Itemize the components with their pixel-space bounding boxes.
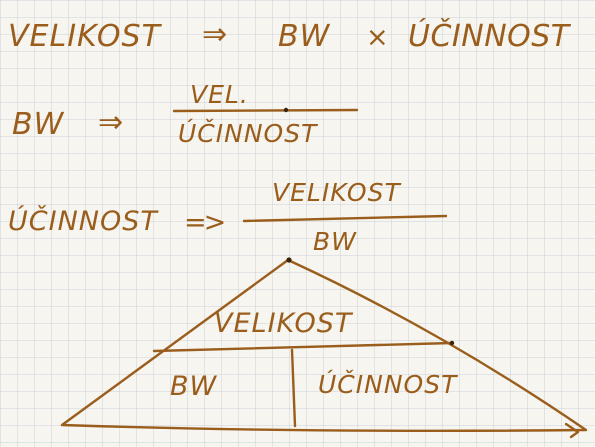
formula-3-arrow: => (184, 207, 226, 238)
formula-2-denominator: ÚČINNOST (178, 119, 318, 148)
formula-1-times-sign: × (366, 22, 389, 53)
triangle-label-bottom-left: BW (170, 371, 218, 402)
formula-3-fraction-bar (242, 214, 448, 223)
triangle-outline (60, 258, 588, 433)
formula-2-ink-dot (283, 107, 289, 113)
triangle-label-bottom-right: ÚČINNOST (318, 370, 458, 399)
divider-end-dot (449, 340, 455, 346)
triangle-label-top: VELIKOST (214, 308, 353, 339)
triangle-horizontal-divider (152, 341, 454, 353)
formula-3-denominator: BW (313, 227, 357, 256)
triangle-vertical-divider (290, 348, 297, 428)
formula-2-numerator: VEL. (190, 80, 249, 109)
formula-2-fraction-bar (172, 108, 359, 113)
formula-1-product-left: BW (278, 19, 331, 54)
formula-1-left: VELIKOST (8, 19, 161, 54)
formula-3-numerator: VELIKOST (272, 178, 401, 207)
corner-mark (564, 422, 580, 439)
formula-1-arrow: ⇒ (202, 17, 228, 52)
formula-3-left: ÚČINNOST (8, 206, 158, 237)
formula-2-arrow: ⇒ (98, 105, 124, 140)
formula-2-left: BW (12, 107, 65, 142)
triangle-apex-dot (286, 257, 292, 263)
formula-1-product-right: ÚČINNOST (408, 19, 570, 54)
